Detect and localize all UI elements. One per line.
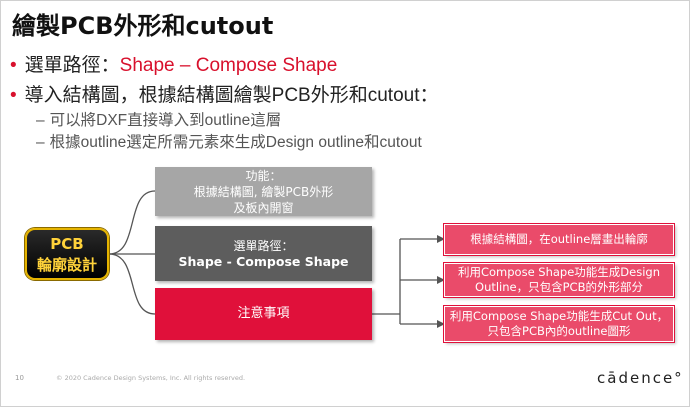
bullet-highlight: Shape – Compose Shape — [119, 55, 338, 76]
arrowhead-note-2 — [437, 276, 445, 284]
function-node: 功能： 根據結構圖, 繪製PCB外形 及板內開窗 — [155, 167, 372, 216]
bullet-dot: • — [10, 85, 17, 106]
note-draw-outline: 根據結構圖，在outline層畫出輪廓 — [443, 223, 675, 256]
sub-bullet-dxf: –可以將DXF直接導入到outline這層 — [36, 112, 282, 129]
note-cutout: 利用Compose Shape功能生成Cut Out， 只包含PCB內的outl… — [443, 305, 675, 343]
pcb-outline-design-node: PCB 輪廓設計 — [25, 228, 109, 280]
root-line-1: PCB — [50, 235, 84, 253]
copyright-text: © 2020 Cadence Design Systems, Inc. All … — [56, 374, 246, 382]
bullet-dot: • — [10, 55, 17, 76]
arrowhead-note-3 — [437, 320, 445, 328]
sub-bullet-outline: –根據outline選定所需元素來生成Design outline和cutout — [36, 134, 422, 151]
notes-node: 注意事項 — [155, 288, 372, 340]
slide-title: 繪製PCB外形和cutout — [12, 12, 274, 40]
arrowhead-note-1 — [437, 235, 445, 243]
menu-path-node: 選單路徑： Shape - Compose Shape — [155, 226, 372, 281]
bullet-import: • 導入結構圖，根據結構圖繪製PCB外形和cutout： — [10, 80, 438, 107]
bullet-prefix: 選單路徑： — [24, 55, 120, 76]
root-line-2: 輪廓設計 — [36, 256, 97, 274]
cadence-logo: cādence° — [597, 369, 684, 387]
bullet-text: 導入結構圖，根據結構圖繪製PCB外形和cutout： — [24, 85, 439, 106]
connector-root-function — [108, 190, 156, 255]
bullet-menu-path: • 選單路徑：Shape – Compose Shape — [10, 50, 337, 77]
note-design-outline: 利用Compose Shape功能生成Design Outline，只包含PCB… — [443, 262, 675, 298]
page-number: 10 — [15, 374, 24, 382]
connector-root-notes — [108, 253, 156, 315]
